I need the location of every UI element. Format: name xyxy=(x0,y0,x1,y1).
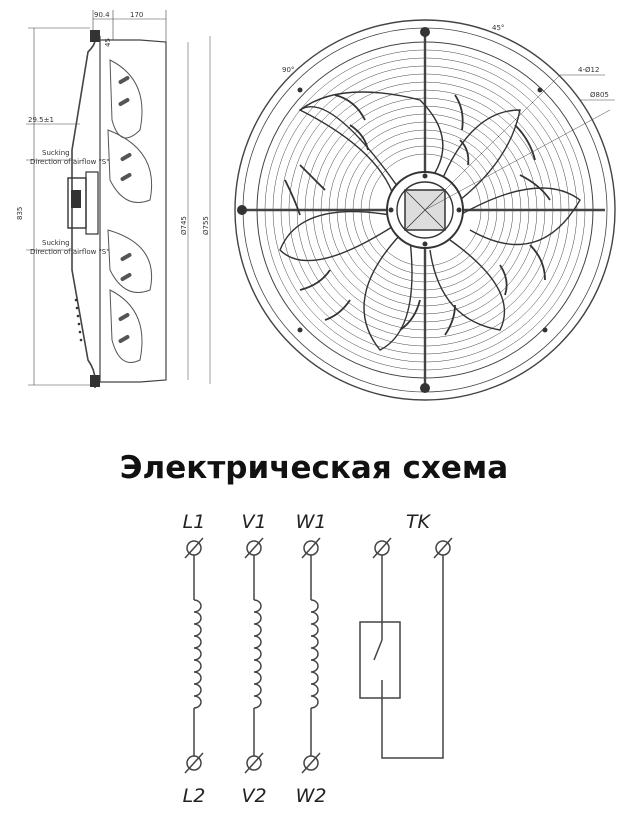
holes-dim: 4-Ø12 xyxy=(578,66,599,74)
terminal-label-l2: L2 xyxy=(183,785,206,807)
angle-b: 45° xyxy=(492,24,504,32)
terminal-label-v1: V1 xyxy=(241,511,266,533)
terminal-label-w1: W1 xyxy=(296,511,327,533)
terminal-label-tk: TK xyxy=(406,511,432,533)
terminal-label-l1: L1 xyxy=(183,511,206,533)
dim-left: 29.5±1 xyxy=(28,116,54,124)
terminal-label-v2: V2 xyxy=(241,785,266,807)
dim-height: 835 xyxy=(16,207,24,220)
schema-title: Электрическая схема xyxy=(120,450,508,486)
pcd-dim: Ø805 xyxy=(590,91,609,99)
front-view: 90° 45° 4-Ø12 Ø805 xyxy=(234,19,616,401)
dim-top-c: 45 xyxy=(104,38,112,47)
schema: L1 V1 W1 TK xyxy=(183,511,453,807)
label-airflow-2: Direction of airflow "S" xyxy=(30,248,109,256)
side-view: 90.4 170 45 835 29.5±1 Sucking Direction… xyxy=(16,10,211,388)
label-sucking-2: Sucking xyxy=(42,239,70,247)
terminal-label-w2: W2 xyxy=(296,785,327,807)
label-airflow-1: Direction of airflow "S" xyxy=(30,158,109,166)
angle-a: 90° xyxy=(282,66,294,74)
dim-top-b: 170 xyxy=(130,11,143,19)
dim-dia-a: Ø745 xyxy=(180,216,188,235)
dim-dia-b: Ø755 xyxy=(202,216,210,235)
dim-top-a: 90.4 xyxy=(94,11,110,19)
label-sucking-1: Sucking xyxy=(42,149,70,157)
